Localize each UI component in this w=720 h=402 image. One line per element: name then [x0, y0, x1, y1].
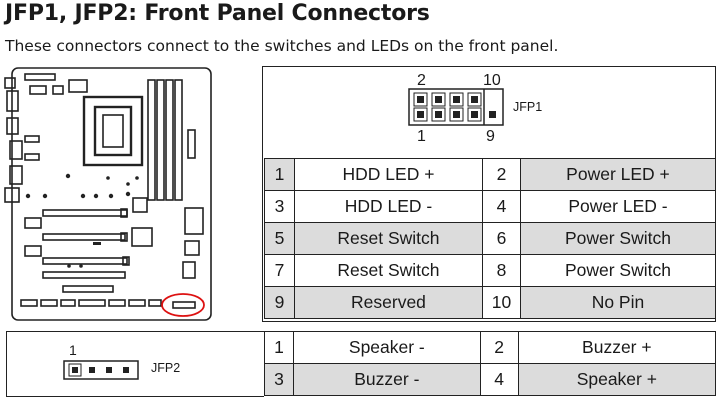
signal-name: Power LED -	[519, 190, 717, 223]
page-subtitle: These connectors connect to the switches…	[5, 37, 559, 55]
signal-name: Buzzer +	[517, 331, 717, 364]
table-row: 3 Buzzer - 4 Speaker +	[264, 363, 717, 396]
pin-number: 1	[264, 158, 295, 191]
signal-name: Power LED +	[519, 158, 717, 191]
pin-number: 2	[481, 158, 521, 191]
jfp2-pin-1-label: 1	[69, 342, 77, 358]
pin-number: 10	[481, 286, 521, 319]
signal-name: HDD LED +	[294, 158, 483, 191]
signal-name: Reset Switch	[294, 222, 483, 255]
signal-name: Reserved	[294, 286, 483, 319]
table-row: 1 HDD LED + 2 Power LED +	[264, 158, 717, 191]
signal-name: No Pin	[519, 286, 717, 319]
pin-number: 2	[479, 331, 519, 364]
pin-number: 3	[264, 190, 295, 223]
jfp1-label: JFP1	[513, 100, 543, 114]
pin-number: 9	[264, 286, 295, 319]
table-row: 1 Speaker - 2 Buzzer +	[264, 331, 717, 364]
pin-number: 1	[264, 331, 294, 364]
signal-name: HDD LED -	[294, 190, 483, 223]
pin-number: 3	[264, 363, 294, 396]
table-row: 7 Reset Switch 8 Power Switch	[264, 254, 717, 287]
signal-name: Power Switch	[519, 222, 717, 255]
signal-name: Speaker +	[517, 363, 717, 396]
signal-name: Speaker -	[293, 331, 481, 364]
pin-number: 4	[479, 363, 519, 396]
jfp1-pin-1-label: 1	[417, 128, 426, 145]
jfp1-pin-9-label: 9	[486, 128, 495, 145]
jfp2-connector-icon	[63, 360, 139, 380]
page-title: JFP1, JFP2: Front Panel Connectors	[5, 1, 430, 26]
pin-number: 4	[481, 190, 521, 223]
pin-number: 6	[481, 222, 521, 255]
jfp1-header-cell: 2 10 1 9 JFP1	[262, 66, 716, 159]
jfp2-header-cell: 1 JFP2	[6, 331, 264, 397]
signal-name: Power Switch	[519, 254, 717, 287]
jfp1-connector-icon	[408, 88, 504, 126]
motherboard-diagram	[4, 67, 212, 321]
pin-number: 7	[264, 254, 295, 287]
pin-number: 8	[481, 254, 521, 287]
table-row: 5 Reset Switch 6 Power Switch	[264, 222, 717, 255]
jfp1-pin-2-label: 2	[417, 72, 426, 89]
signal-name: Buzzer -	[293, 363, 481, 396]
jfp2-pin-table: 1 Speaker - 2 Buzzer + 3 Buzzer - 4 Spea…	[264, 331, 717, 396]
jfp1-pin-table: 1 HDD LED + 2 Power LED + 3 HDD LED - 4 …	[264, 158, 717, 319]
jfp1-frame	[262, 66, 716, 322]
jfp2-label: JFP2	[151, 361, 181, 375]
table-row: 3 HDD LED - 4 Power LED -	[264, 190, 717, 223]
pin-number: 5	[264, 222, 295, 255]
signal-name: Reset Switch	[294, 254, 483, 287]
jfp1-pin-10-label: 10	[483, 72, 501, 89]
table-row: 9 Reserved 10 No Pin	[264, 286, 717, 319]
